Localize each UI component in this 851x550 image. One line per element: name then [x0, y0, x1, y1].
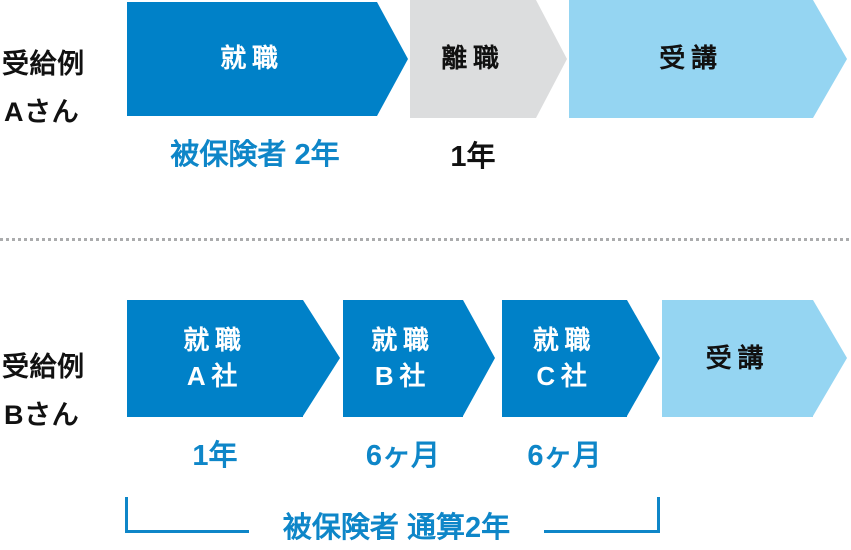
example-a-label-line2: Aさん — [4, 97, 80, 127]
arrow-a-course: 受講 — [569, 0, 847, 118]
arrow-b-company-c: 就職 C社 — [502, 300, 660, 417]
arrow-a-employment-label: 就職 — [220, 43, 284, 74]
duration-a-separation: 1年 — [450, 141, 496, 173]
duration-b-company-b: 6ヶ月 — [365, 440, 441, 472]
arrow-b-company-a-label: 就職 A社 — [183, 323, 246, 395]
duration-b-company-a: 1年 — [192, 440, 238, 472]
section-divider — [0, 238, 851, 241]
arrow-b-company-c-line1: 就職 — [532, 324, 597, 355]
bracket-left-horizontal — [125, 530, 249, 533]
arrow-b-company-a-line1: 就職 — [183, 324, 247, 355]
bracket-left-vertical — [125, 497, 128, 533]
arrow-b-company-c-line2: C社 — [536, 360, 593, 391]
arrow-a-separation: 離職 — [410, 0, 567, 118]
arrow-b-company-b-label: 就職 B社 — [371, 323, 434, 395]
arrow-b-company-a: 就職 A社 — [127, 300, 340, 417]
arrow-b-company-a-line2: A社 — [186, 360, 244, 391]
arrow-b-company-b: 就職 B社 — [343, 300, 495, 417]
bracket-right-vertical — [657, 497, 660, 533]
duration-b-company-c: 6ヶ月 — [527, 440, 602, 472]
arrow-b-company-b-line1: 就職 — [371, 324, 435, 355]
duration-a-insured: 被保険者 2年 — [170, 139, 340, 171]
bracket-total-label: 被保険者 通算2年 — [282, 512, 511, 544]
arrow-a-employment: 就職 — [127, 2, 408, 116]
arrow-b-course-label: 受講 — [705, 342, 770, 373]
example-b-label-line1: 受給例 — [2, 352, 85, 382]
arrow-b-course: 受講 — [662, 300, 847, 417]
arrow-b-company-b-line2: B社 — [374, 360, 432, 391]
bracket-right-horizontal — [544, 530, 657, 533]
arrow-a-separation-label: 離職 — [441, 43, 505, 74]
arrow-b-company-c-label: 就職 C社 — [533, 323, 596, 395]
arrow-a-course-label: 受講 — [659, 43, 723, 74]
example-b-label-line2: Bさん — [4, 400, 80, 430]
example-a-label-line1: 受給例 — [2, 49, 85, 79]
